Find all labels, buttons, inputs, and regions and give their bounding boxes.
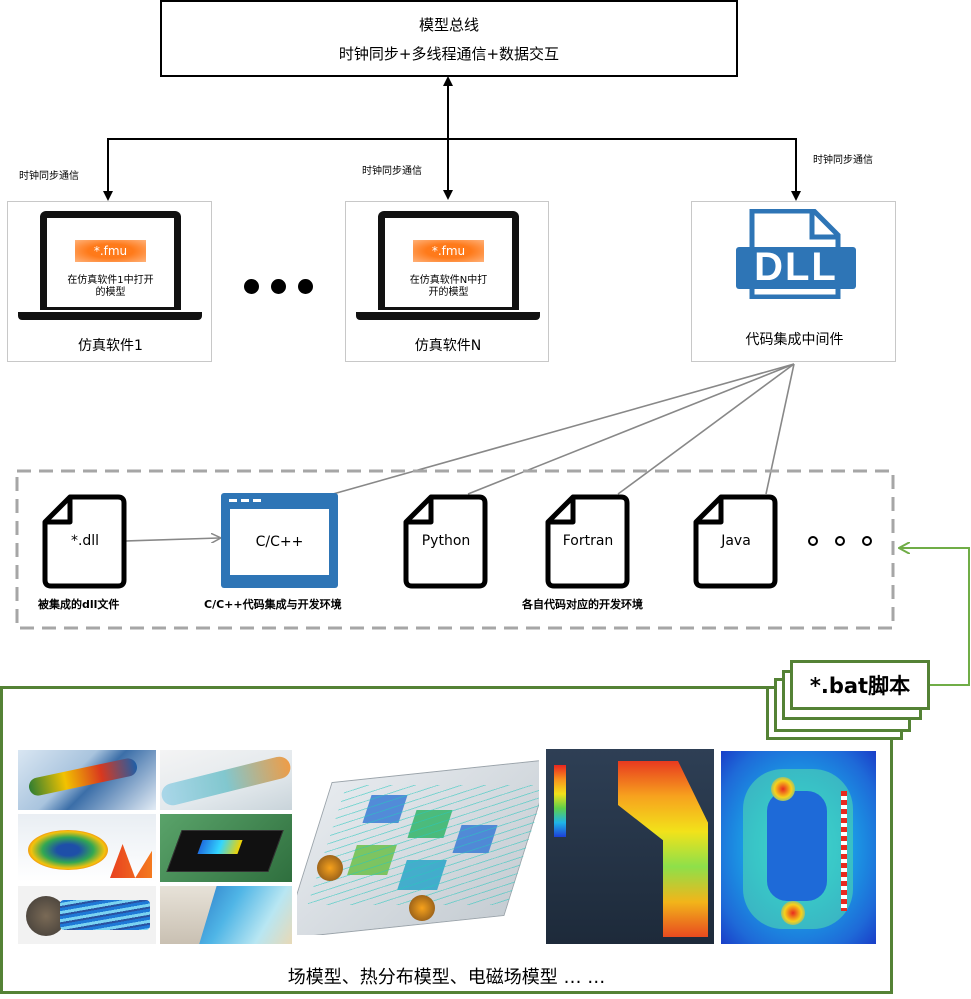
ellipsis-dot-2 — [271, 279, 286, 294]
bus-branch-line — [107, 138, 797, 198]
java-text: Java — [721, 533, 751, 549]
sim1-label: 仿真软件1 — [78, 338, 143, 354]
laptop-base — [356, 312, 540, 320]
bus-subtitle: 时钟同步+多线程通信+数据交互 — [338, 44, 560, 63]
sim1-desc: 在仿真软件1中打开 的模型 — [67, 275, 154, 298]
bus-title: 模型总线 — [418, 15, 479, 34]
ellipsis-dot-3 — [298, 279, 313, 294]
sim-thumb-electronics-flow — [297, 755, 539, 935]
simN-label: 仿真软件N — [414, 338, 482, 354]
laptop-icon: *.fmu 在仿真软件1中打开 的模型 — [40, 211, 181, 310]
dll-middleware-card: DLL 代码集成中间件 — [691, 201, 896, 362]
sim-thumb-duct — [18, 886, 156, 944]
window-dot-icon — [241, 499, 249, 502]
sim-thumb-pcb — [160, 814, 292, 882]
laptop-screen: *.fmu 在仿真软件1中打开 的模型 — [47, 218, 174, 307]
env-container — [15, 469, 895, 630]
dll-file-text: *.dll — [70, 533, 100, 549]
model-bus-box: 模型总线 时钟同步+多线程通信+数据交互 — [160, 0, 738, 77]
cpp-text: C/C++ — [230, 509, 329, 575]
window-dot-icon — [253, 499, 261, 502]
ellipsis-dot-1 — [244, 279, 259, 294]
clock-label-mid: 时钟同步通信 — [362, 166, 422, 177]
python-file-icon — [403, 494, 488, 589]
sim-software-n-card: *.fmu 在仿真软件N中打 开的模型 仿真软件N — [345, 201, 549, 362]
fortran-file-icon — [545, 494, 630, 589]
simN-desc: 在仿真软件N中打 开的模型 — [409, 275, 488, 298]
dll-label: 代码集成中间件 — [745, 332, 844, 348]
fmu-badge: *.fmu — [75, 240, 146, 262]
clock-label-right: 时钟同步通信 — [813, 155, 873, 166]
bat-link-arrow — [900, 548, 970, 686]
laptop-icon: *.fmu 在仿真软件N中打 开的模型 — [378, 211, 519, 310]
dll-icon-text: DLL — [754, 245, 838, 289]
ellipsis-ring-1 — [808, 536, 818, 546]
window-dot-icon — [229, 499, 237, 502]
ellipsis-ring-3 — [862, 536, 872, 546]
ellipsis-ring-2 — [835, 536, 845, 546]
dll-file-label: 被集成的dll文件 — [38, 598, 120, 611]
cpp-ide-window: C/C++ — [221, 493, 338, 588]
dll-file-doc-icon — [42, 494, 127, 589]
sim-thumb-nozzle — [160, 886, 292, 944]
others-label: 各自代码对应的开发环境 — [522, 598, 643, 611]
java-file-icon — [693, 494, 778, 589]
dll-file-icon — [736, 209, 856, 299]
fmu-badge: *.fmu — [413, 240, 484, 262]
sim-thumb-pipe — [160, 750, 292, 810]
laptop-screen: *.fmu 在仿真软件N中打 开的模型 — [385, 218, 512, 307]
fortran-text: Fortran — [562, 533, 614, 549]
bat-script-card: *.bat脚本 — [790, 660, 930, 710]
dll-to-cpp-arrow — [125, 538, 219, 541]
sim-software-1-card: *.fmu 在仿真软件1中打开 的模型 仿真软件1 — [7, 201, 212, 362]
python-text: Python — [421, 533, 471, 549]
sim-thumb-turbine — [18, 750, 156, 810]
clock-label-left: 时钟同步通信 — [19, 171, 79, 182]
sim-thumb-em-field — [721, 751, 876, 944]
cpp-label: C/C++代码集成与开发环境 — [204, 598, 342, 611]
sim-thumb-stress-contour — [546, 749, 714, 944]
sim-thumb-impeller — [18, 814, 156, 882]
dll-fan-lines — [332, 363, 795, 495]
models-panel — [0, 686, 893, 994]
laptop-base — [18, 312, 202, 320]
models-caption: 场模型、热分布模型、电磁场模型 … … — [287, 967, 606, 988]
